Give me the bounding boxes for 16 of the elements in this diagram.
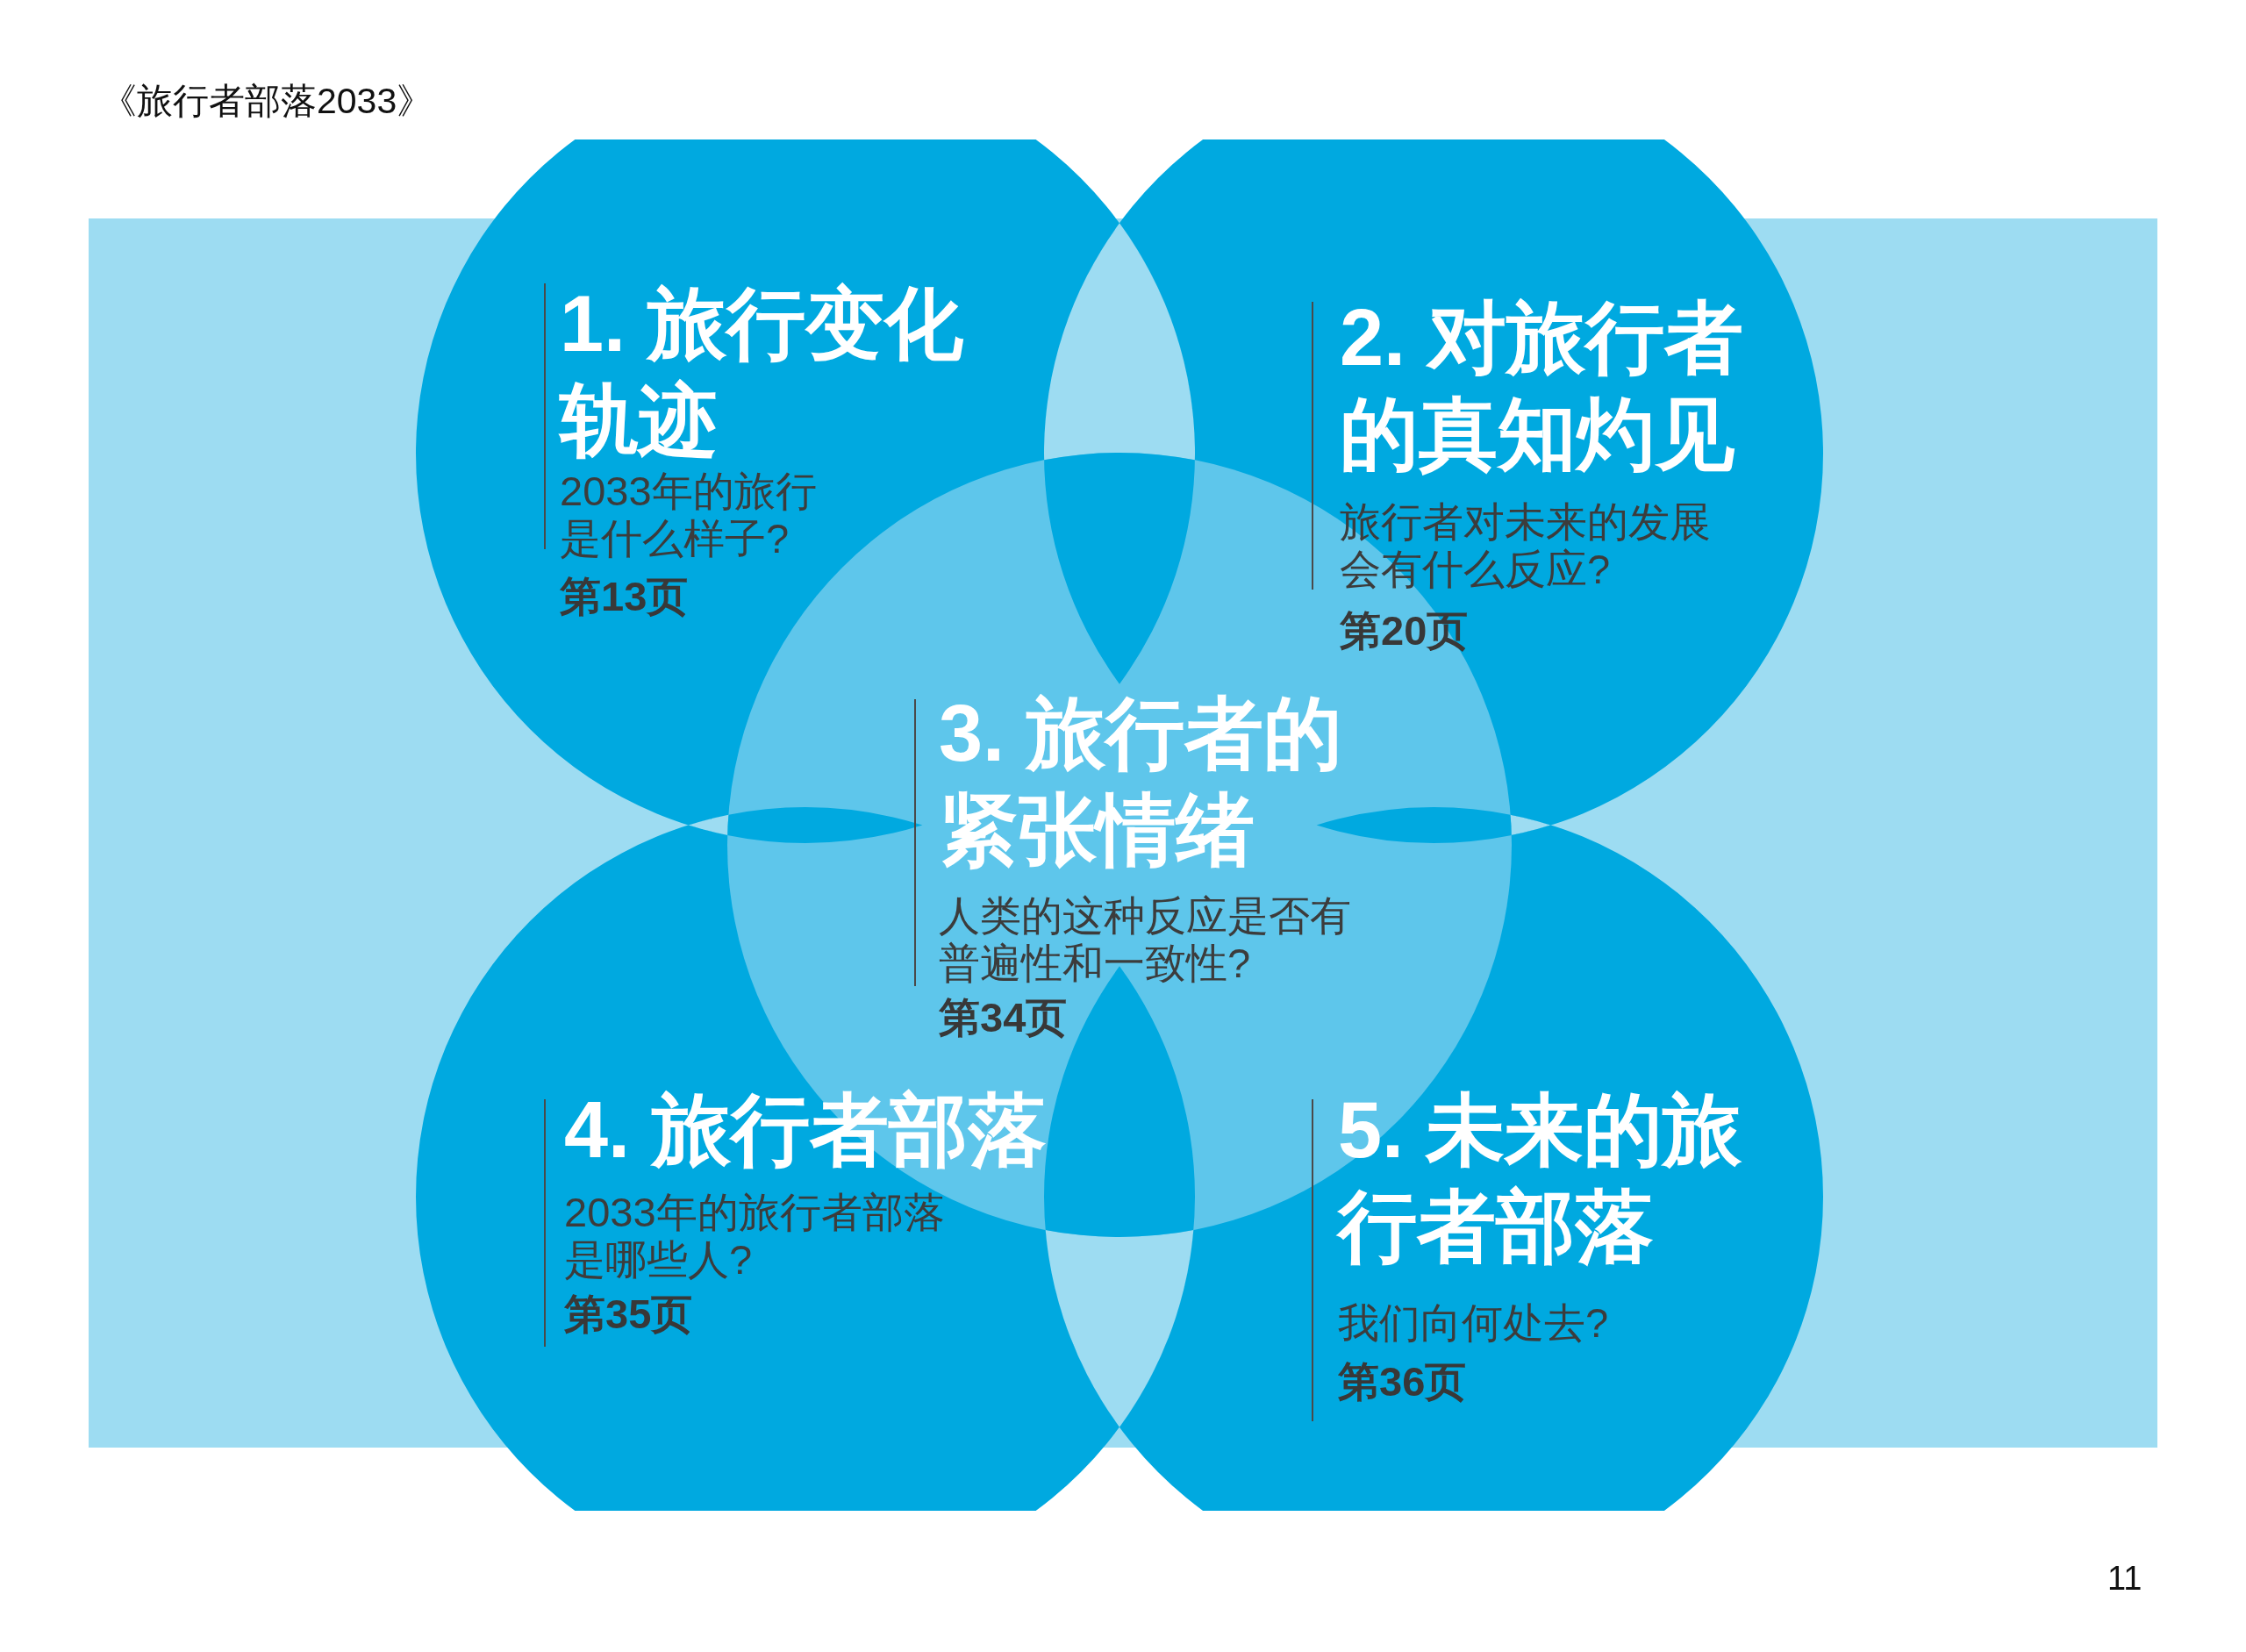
question-text: 人类的这种反应是否有普遍性和一致性?	[939, 892, 1352, 987]
page-reference: 第34页	[939, 994, 1068, 1041]
page-number: 11	[2107, 1559, 2142, 1598]
page-reference: 第13页	[560, 573, 689, 620]
circle-heading: 3. 旅行者的紧张情绪	[939, 689, 1344, 876]
page-reference: 第36页	[1338, 1358, 1467, 1405]
circle-heading: 2. 对旅行者的真知灼见	[1340, 293, 1745, 480]
circle-heading: 4. 旅行者部落	[564, 1085, 1048, 1176]
question-text: 2033年的旅行是什么样子?	[560, 468, 818, 562]
circle-heading: 5. 未来的旅行者部落	[1338, 1085, 1743, 1272]
page-reference: 第20页	[1340, 607, 1469, 654]
question-text: 我们向何处去?	[1338, 1299, 1610, 1347]
question-text: 2033年的旅行者部落是哪些人?	[564, 1189, 946, 1284]
page-reference: 第35页	[564, 1291, 693, 1338]
page-title: 《旅行者部落2033》	[101, 80, 433, 123]
circle-heading: 1. 旅行变化轨迹	[560, 279, 965, 466]
